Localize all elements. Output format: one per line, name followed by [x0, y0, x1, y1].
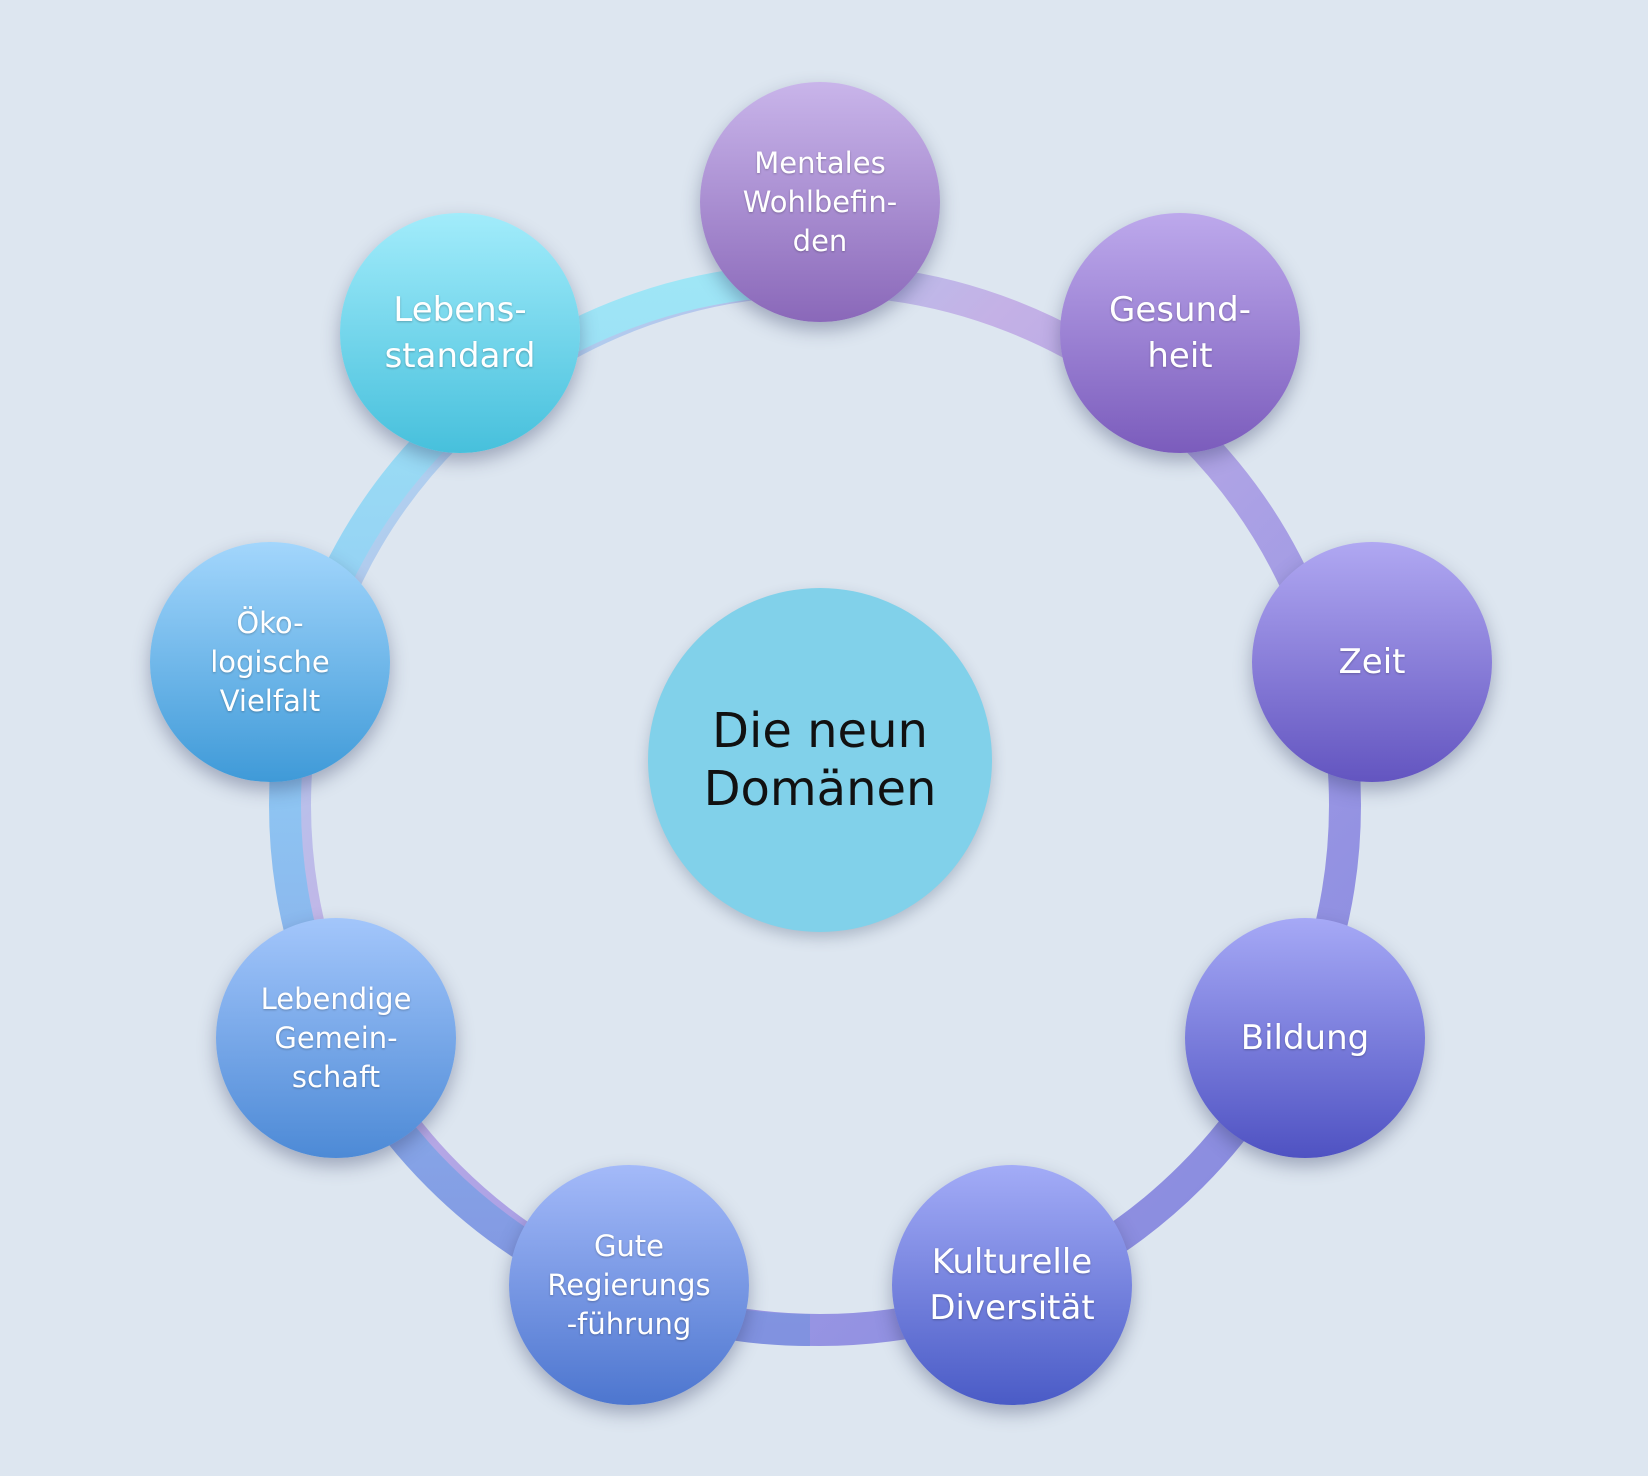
domain-node-lebendige-gemeinschaft: Lebendige Gemein- schaft: [216, 918, 456, 1158]
domain-label: Lebens- standard: [384, 290, 536, 376]
domain-node-zeit: Zeit: [1252, 542, 1492, 782]
domain-node-oekologische-vielfalt: Öko- logische Vielfalt: [150, 542, 390, 782]
center-node: Die neun Domänen: [648, 588, 992, 932]
domain-label: Bildung: [1240, 1018, 1370, 1058]
domain-node-mentales-wohlbefinden: Mentales Wohlbefin- den: [700, 82, 940, 322]
domain-node-lebensstandard: Lebens- standard: [340, 213, 580, 453]
domain-label: Gesund- heit: [1109, 290, 1251, 376]
center-label: Die neun Domänen: [703, 703, 937, 817]
domain-label: Zeit: [1338, 642, 1406, 682]
domain-label: Kulturelle Diversität: [929, 1242, 1095, 1328]
domain-node-gute-regierungsfuehrung: Gute Regierungs -führung: [509, 1165, 749, 1405]
domain-node-kulturelle-diversitaet: Kulturelle Diversität: [892, 1165, 1132, 1405]
domain-label: Mentales Wohlbefin- den: [742, 145, 898, 258]
domain-node-bildung: Bildung: [1185, 918, 1425, 1158]
domain-label: Öko- logische Vielfalt: [210, 605, 330, 718]
domain-label: Lebendige Gemein- schaft: [260, 981, 412, 1094]
domain-node-gesundheit: Gesund- heit: [1060, 213, 1300, 453]
domain-label: Gute Regierungs -führung: [547, 1228, 711, 1341]
